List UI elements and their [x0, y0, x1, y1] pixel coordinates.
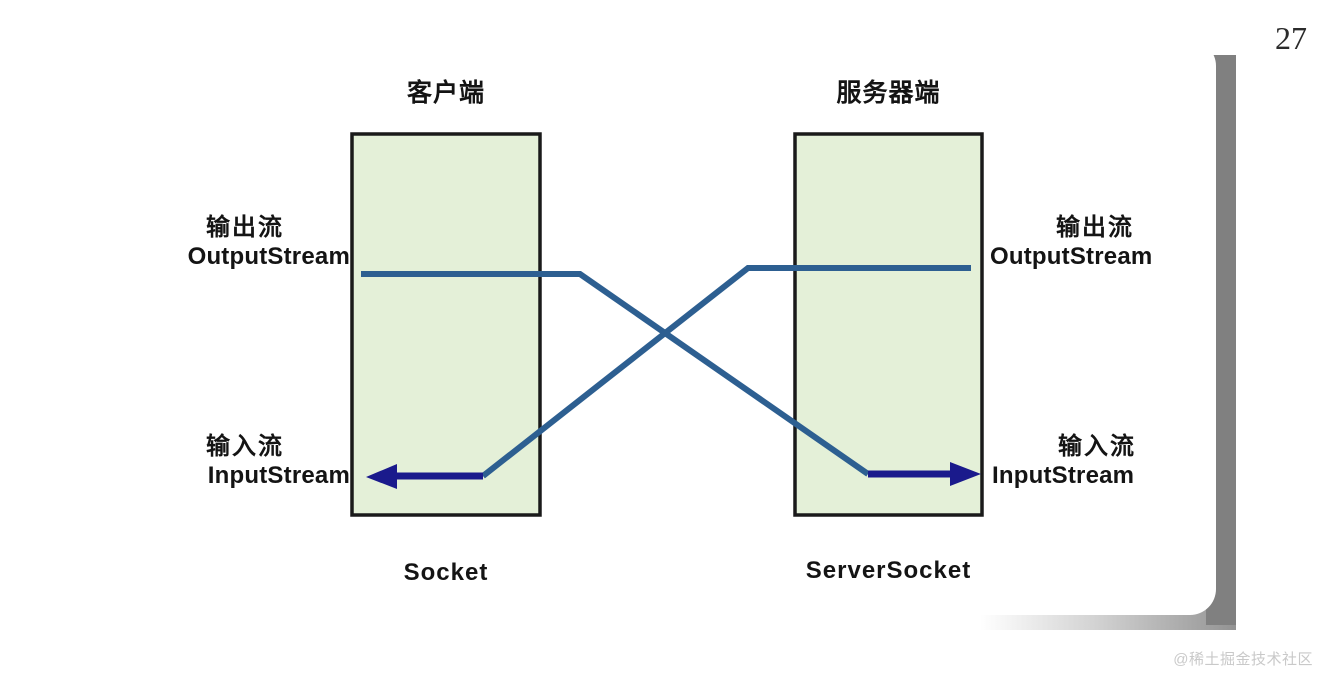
- client-input-stream-label-cn: 输入流: [206, 433, 284, 460]
- watermark: @稀土掘金技术社区: [1173, 651, 1313, 668]
- page-number: 27: [1275, 20, 1307, 56]
- server-output-stream-label-en: OutputStream: [990, 242, 1153, 270]
- server-input-stream-label-cn: 输入流: [1058, 433, 1136, 460]
- client-output-stream-label-cn: 输出流: [206, 214, 284, 241]
- server-input-stream-label-en: InputStream: [992, 461, 1135, 489]
- client-output-stream-label: 输出流 OutputStream: [140, 214, 350, 271]
- client-input-stream-label: 输入流 InputStream: [140, 433, 350, 490]
- client-box-caption: Socket: [403, 559, 489, 586]
- client-output-stream-label-en: OutputStream: [187, 242, 350, 270]
- server-output-stream-label: 输出流 OutputStream: [990, 214, 1200, 271]
- server-box-caption: ServerSocket: [805, 557, 972, 584]
- server-input-stream-label: 输入流 InputStream: [992, 433, 1202, 490]
- server-box-title: 服务器端: [836, 79, 941, 107]
- server-output-stream-label-cn: 输出流: [1056, 214, 1134, 241]
- slide-panel: [0, 40, 1216, 615]
- client-input-stream-label-en: InputStream: [207, 461, 350, 489]
- client-box-title: 客户端: [406, 79, 485, 107]
